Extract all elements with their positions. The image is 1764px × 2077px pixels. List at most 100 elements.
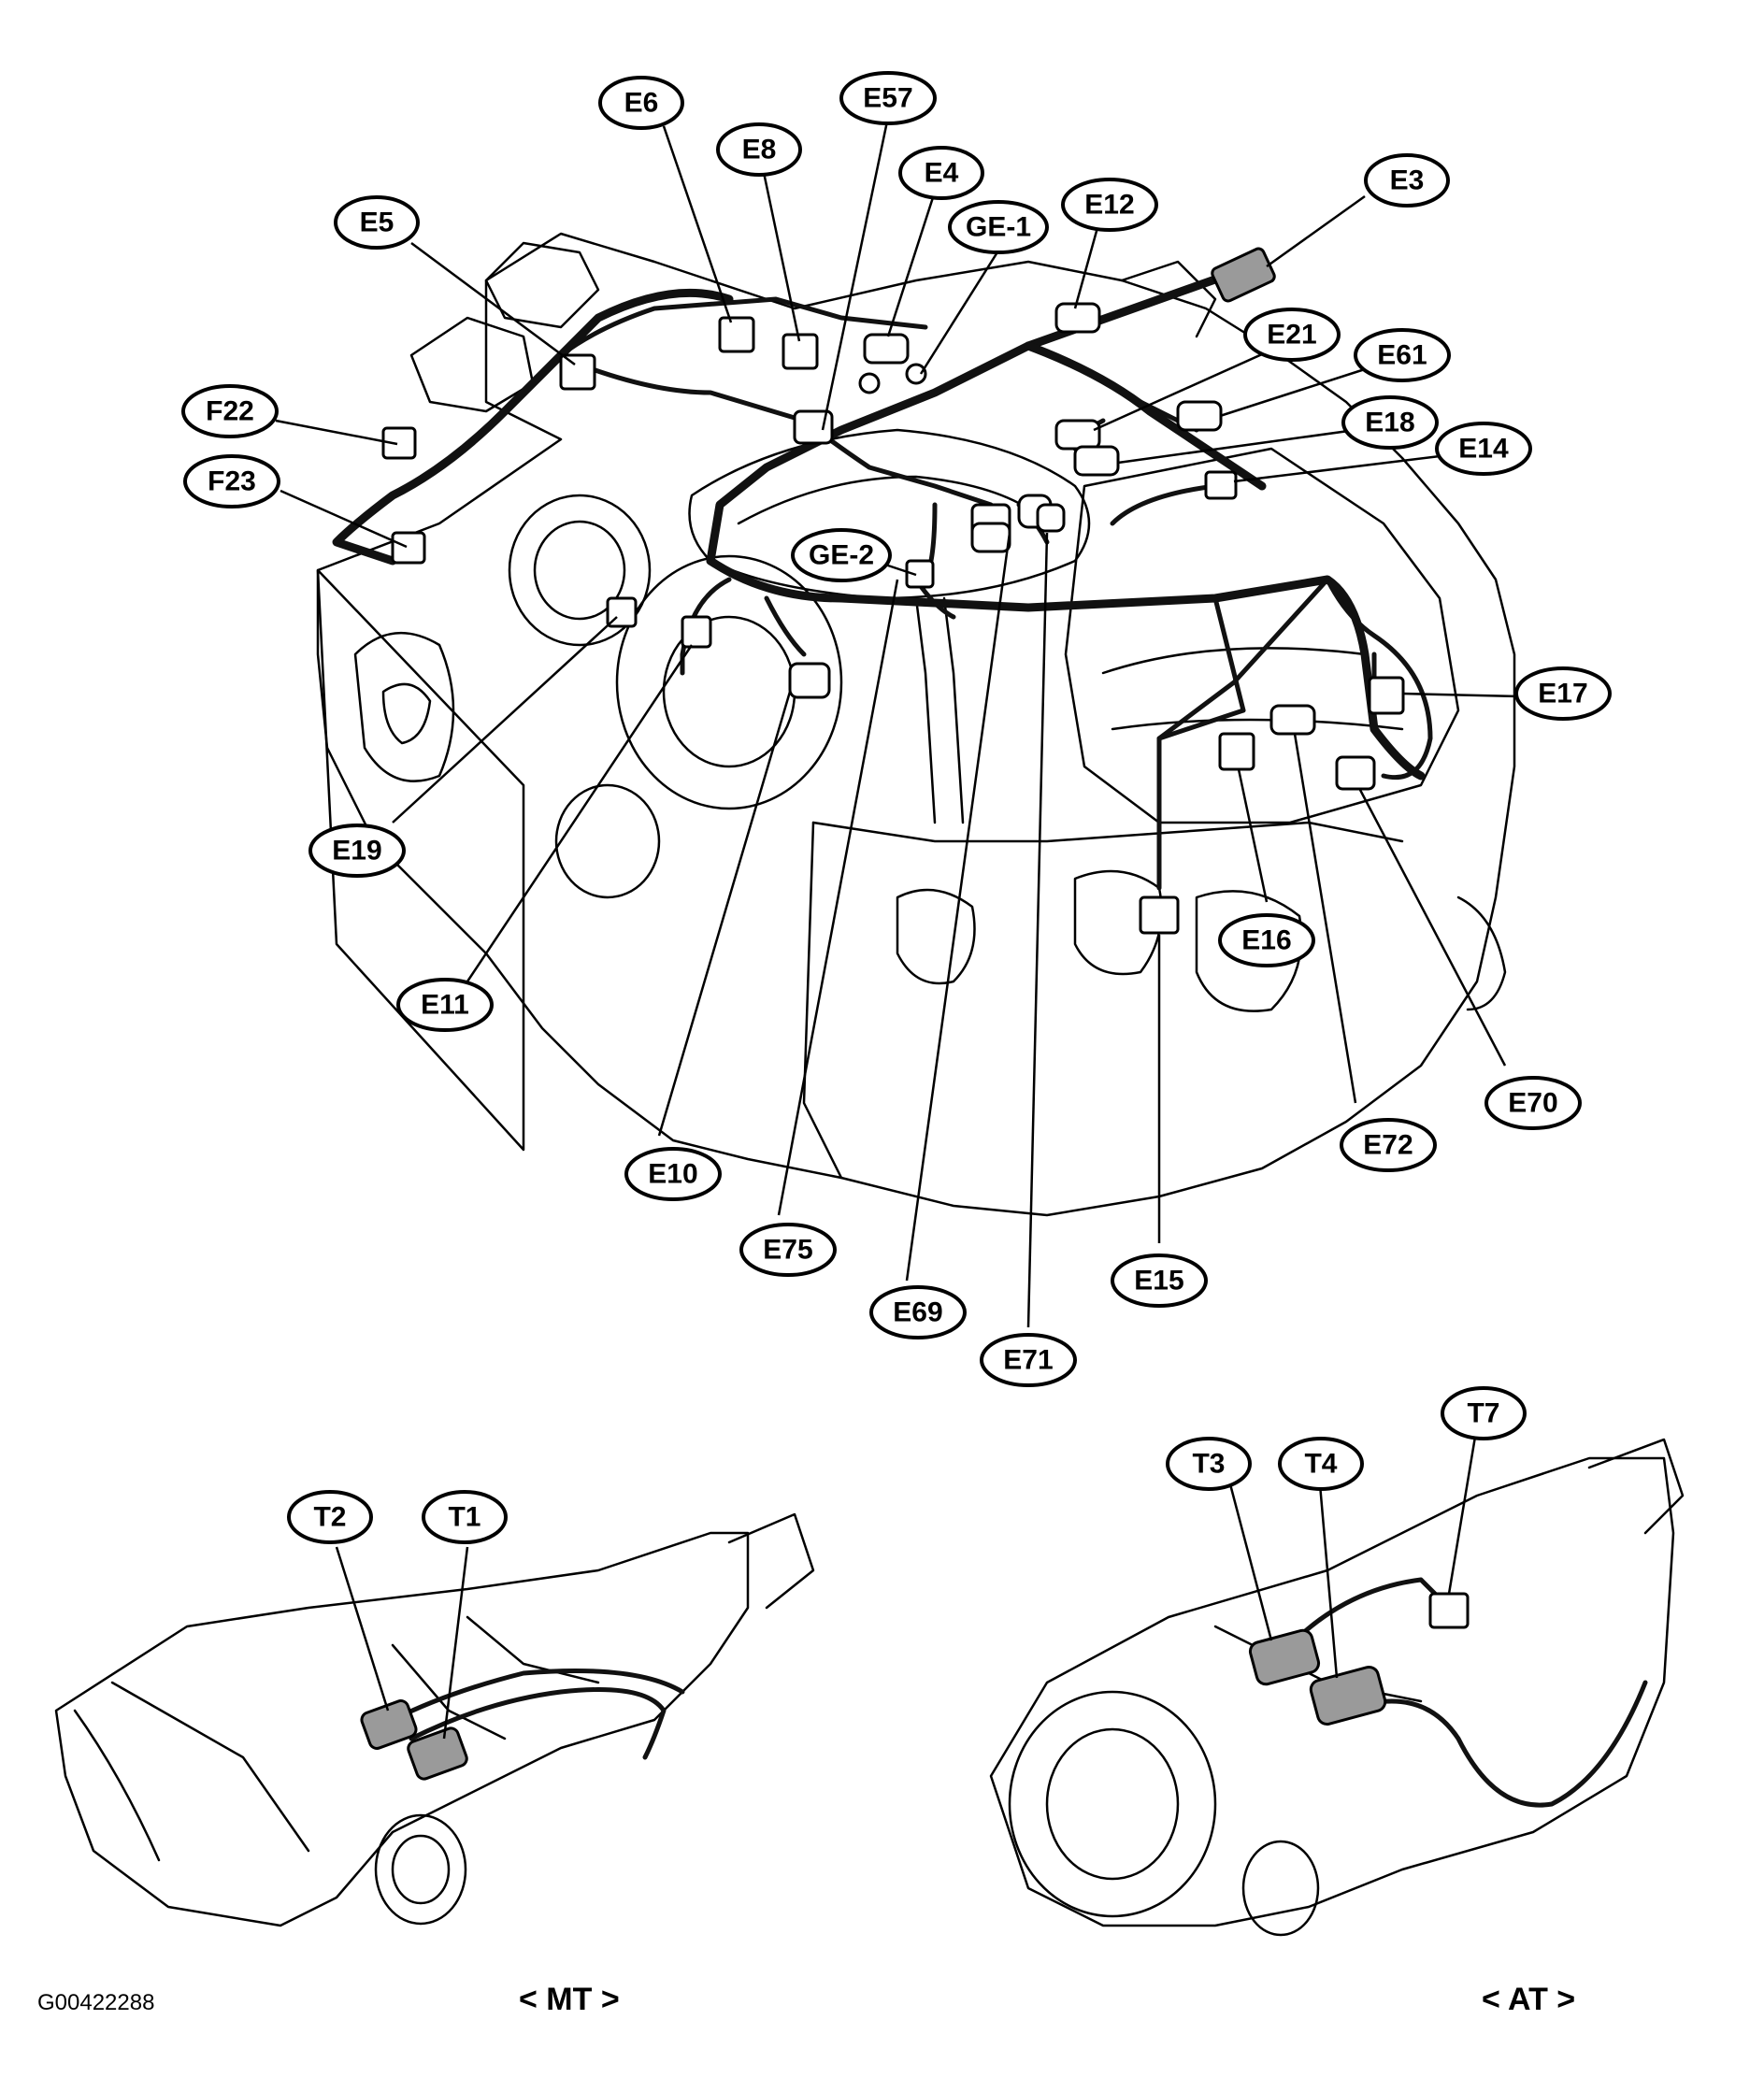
- mt-transmission-drawing: [54, 1512, 815, 1927]
- svg-text:GE-2: GE-2: [809, 540, 874, 571]
- connector-body: [1036, 503, 1066, 533]
- connector-body: [1054, 419, 1101, 451]
- svg-text:E3: E3: [1390, 165, 1425, 196]
- label-e10: E10: [624, 1147, 722, 1201]
- label-e75: E75: [739, 1223, 837, 1277]
- label-e4: E4: [898, 146, 984, 200]
- label-t3: T3: [1166, 1437, 1252, 1491]
- connector-body: [782, 333, 819, 370]
- label-e71: E71: [980, 1333, 1077, 1387]
- connector-body: [970, 522, 1011, 553]
- svg-text:E21: E21: [1267, 320, 1316, 351]
- label-e8: E8: [716, 122, 802, 177]
- svg-text:T2: T2: [313, 1502, 346, 1533]
- label-e15: E15: [1111, 1253, 1208, 1308]
- label-e5: E5: [334, 195, 420, 250]
- connector-body: [793, 409, 834, 445]
- label-e61: E61: [1354, 328, 1451, 382]
- svg-text:E11: E11: [421, 990, 469, 1021]
- label-ge2: GE-2: [791, 528, 892, 582]
- label-e16: E16: [1218, 913, 1315, 967]
- label-e70: E70: [1484, 1076, 1582, 1130]
- svg-text:E15: E15: [1134, 1266, 1183, 1296]
- svg-text:E4: E4: [925, 158, 959, 189]
- ground-terminal: [905, 363, 927, 385]
- svg-text:E71: E71: [1003, 1345, 1053, 1376]
- label-ge1: GE-1: [948, 200, 1049, 254]
- connector-body: [391, 531, 426, 565]
- svg-text:E10: E10: [648, 1159, 697, 1190]
- svg-text:E14: E14: [1458, 434, 1509, 465]
- svg-text:E5: E5: [360, 208, 394, 238]
- label-e11: E11: [396, 978, 494, 1032]
- label-e17: E17: [1514, 666, 1612, 721]
- leader-lines: [275, 116, 1520, 1740]
- connector-body: [863, 333, 910, 365]
- connector-body: [407, 1726, 468, 1781]
- connector-body: [1428, 1592, 1470, 1629]
- label-f23: F23: [183, 454, 280, 509]
- label-f22: F22: [181, 384, 279, 438]
- label-e21: E21: [1243, 308, 1341, 362]
- connector-body: [559, 353, 596, 391]
- label-e3: E3: [1364, 153, 1450, 208]
- svg-text:E75: E75: [763, 1235, 812, 1266]
- svg-text:E17: E17: [1538, 679, 1587, 709]
- svg-text:T7: T7: [1467, 1398, 1499, 1429]
- svg-text:E12: E12: [1084, 190, 1134, 221]
- connector-body: [1269, 704, 1316, 736]
- label-e6: E6: [598, 76, 684, 130]
- connector-body: [1248, 1628, 1321, 1686]
- connector-body: [718, 316, 755, 353]
- connector-body: [905, 559, 935, 589]
- at-transmission-drawing: [989, 1438, 1685, 1937]
- label-e19: E19: [308, 824, 406, 878]
- svg-text:E69: E69: [893, 1297, 942, 1328]
- connector-body: [1335, 755, 1376, 791]
- connector-body: [1204, 470, 1238, 500]
- connector-body: [1073, 445, 1120, 477]
- connector-body: [1309, 1665, 1387, 1726]
- svg-text:T4: T4: [1304, 1449, 1337, 1480]
- engine-connectors: [381, 247, 1405, 935]
- svg-text:E61: E61: [1377, 340, 1427, 371]
- connector-body: [1139, 895, 1180, 935]
- caption-at: < AT >: [1482, 1982, 1575, 2017]
- connector-body: [1368, 676, 1405, 715]
- svg-text:T3: T3: [1192, 1449, 1225, 1480]
- connector-body: [1054, 302, 1101, 334]
- label-t1: T1: [422, 1490, 508, 1544]
- svg-text:E72: E72: [1363, 1130, 1413, 1161]
- connector-body: [681, 615, 712, 649]
- label-t7: T7: [1441, 1386, 1527, 1440]
- caption-mt: < MT >: [519, 1982, 620, 2017]
- svg-text:E57: E57: [863, 83, 912, 114]
- svg-text:GE-1: GE-1: [966, 212, 1031, 243]
- label-e57: E57: [839, 71, 937, 125]
- svg-text:E19: E19: [332, 836, 381, 867]
- svg-text:F23: F23: [208, 466, 256, 497]
- svg-text:E6: E6: [624, 88, 659, 119]
- connector-body: [1176, 400, 1223, 432]
- svg-text:E8: E8: [742, 135, 777, 165]
- connector-body: [360, 1699, 418, 1750]
- svg-text:E18: E18: [1365, 408, 1414, 438]
- connector-labels: E6 E57 E8 E4 GE-1 E12 E3 E5 E21 E61 F22 …: [181, 71, 1612, 1544]
- label-e14: E14: [1435, 422, 1532, 476]
- svg-text:E70: E70: [1508, 1088, 1557, 1119]
- connector-body: [788, 662, 831, 699]
- svg-text:T1: T1: [448, 1502, 480, 1533]
- label-e12: E12: [1061, 178, 1158, 232]
- label-t2: T2: [287, 1490, 373, 1544]
- label-e69: E69: [869, 1285, 967, 1339]
- engine-drawing: [316, 232, 1516, 1217]
- label-e18: E18: [1341, 395, 1439, 450]
- connector-body: [381, 426, 417, 460]
- svg-text:E16: E16: [1241, 925, 1291, 956]
- figure-code: G00422288: [37, 1990, 154, 2015]
- label-e72: E72: [1340, 1118, 1437, 1172]
- svg-text:F22: F22: [206, 396, 254, 427]
- label-t4: T4: [1278, 1437, 1364, 1491]
- connector-body: [1218, 732, 1255, 771]
